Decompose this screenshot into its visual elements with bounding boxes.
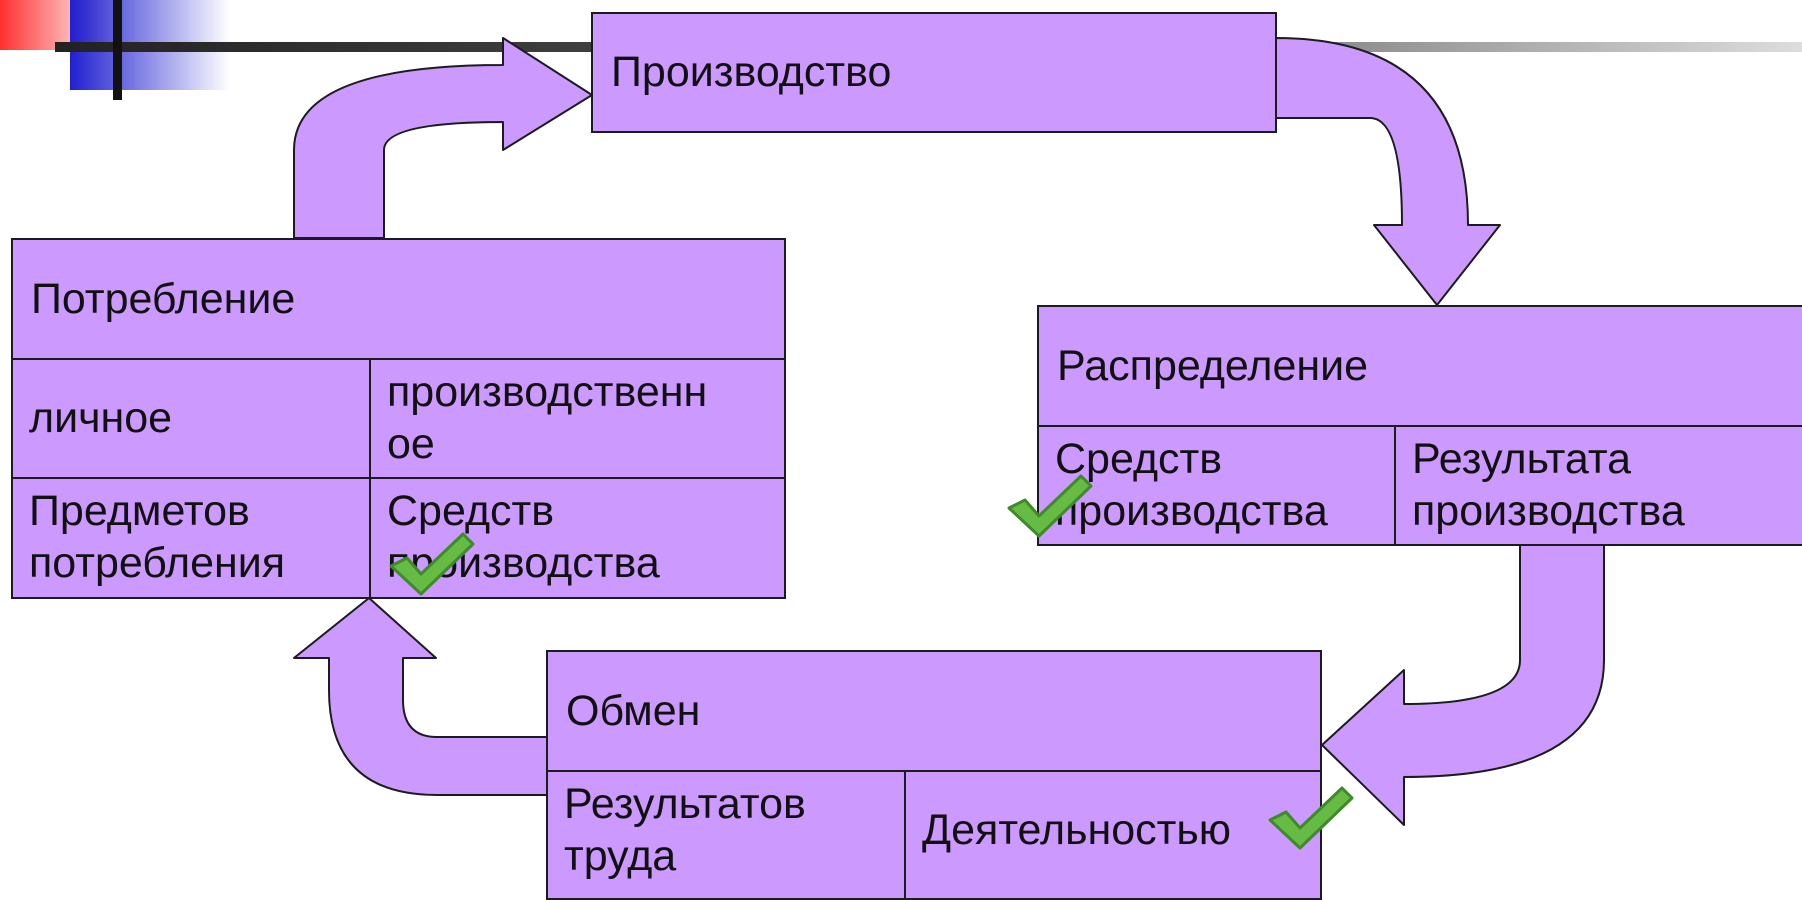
exchange-cell-text: Деятельностью: [922, 806, 1232, 855]
exchange-col-divider: [904, 770, 906, 898]
consumption-consumer-goods: Предметов потребления: [13, 479, 369, 597]
consumption-type-text: личное: [29, 393, 173, 442]
arrow-production-to-distribution: [1275, 37, 1501, 306]
exchange-title-row: Обмен: [548, 652, 1320, 772]
distribution-cell-text: Результата производства: [1412, 434, 1685, 535]
consumption-box: Потребление личное производственн ое Пре…: [11, 238, 786, 599]
exchange-labor-results: Результатов труда: [548, 772, 904, 890]
arrow-distribution-to-exchange: [1321, 543, 1605, 826]
checkmark-icon: [1007, 474, 1093, 538]
distribution-title: Распределение: [1057, 342, 1369, 391]
production-title: Производство: [611, 47, 892, 96]
checkmark-icon: [1268, 786, 1354, 850]
consumption-row-divider-1: [13, 358, 784, 360]
consumption-col-divider: [369, 358, 371, 597]
exchange-cell-text: Результатов труда: [564, 780, 806, 880]
consumption-row-divider-2: [13, 477, 784, 479]
distribution-title-row: Распределение: [1039, 307, 1802, 427]
exchange-title: Обмен: [566, 687, 701, 736]
distribution-row-divider: [1039, 425, 1802, 427]
exchange-box: Обмен Результатов труда Деятельностью: [546, 650, 1322, 900]
arrow-consumption-to-production: [293, 37, 593, 239]
arrow-exchange-to-consumption: [293, 597, 548, 796]
consumption-title-row: Потребление: [13, 240, 784, 360]
consumption-industrial: производственн ое: [371, 360, 784, 477]
distribution-cell-text: Средств производства: [1055, 434, 1328, 535]
exchange-activity: Деятельностью: [906, 772, 1320, 890]
production-box: Производство: [591, 12, 1277, 133]
distribution-production-results: Результата производства: [1396, 427, 1802, 544]
distribution-means-of-production: Средств производства: [1039, 427, 1394, 544]
consumption-type-text: производственн ое: [387, 367, 708, 468]
exchange-row-divider: [548, 770, 1320, 772]
checkmark-icon: [389, 532, 475, 596]
consumption-object-text: Предметов потребления: [29, 487, 286, 587]
distribution-col-divider: [1394, 425, 1396, 544]
consumption-personal: личное: [13, 360, 369, 477]
production-title-row: Производство: [593, 14, 1275, 131]
consumption-title: Потребление: [31, 275, 296, 324]
distribution-box: Распределение Средств производства Резул…: [1037, 305, 1802, 546]
